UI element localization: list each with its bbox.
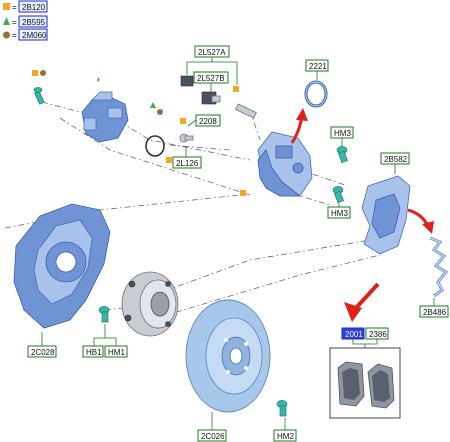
svg-text:2B486: 2B486 xyxy=(423,308,447,317)
svg-text:2386: 2386 xyxy=(369,330,387,339)
green-triangle-icon xyxy=(150,102,156,108)
brown-circle-icon xyxy=(40,70,46,76)
hub-bolt[interactable] xyxy=(98,306,110,323)
callout-2b582[interactable]: 2B582 xyxy=(380,152,410,174)
callout-2386[interactable]: 2386 xyxy=(352,327,389,348)
svg-text:=: = xyxy=(12,3,17,12)
o-ring-small[interactable] xyxy=(145,102,165,157)
brown-circle-icon xyxy=(3,31,10,39)
callout-2221[interactable]: 2221 xyxy=(305,59,329,80)
svg-text:2L126: 2L126 xyxy=(176,159,199,168)
guide-pin-set[interactable] xyxy=(180,75,257,119)
orange-square-icon xyxy=(233,86,239,92)
hub-bearing[interactable] xyxy=(121,271,179,337)
svg-text:2C028: 2C028 xyxy=(31,348,55,357)
legend-item-2b120: = 2B120 xyxy=(3,0,48,13)
svg-text:2221: 2221 xyxy=(309,62,327,71)
svg-text:2C026: 2C026 xyxy=(201,432,225,441)
svg-text:HM1: HM1 xyxy=(108,348,125,357)
red-arrow-clip xyxy=(407,208,434,234)
orange-square-icon xyxy=(240,190,246,196)
svg-text:2001: 2001 xyxy=(345,330,363,339)
brake-pad-left xyxy=(337,361,365,407)
dust-shield[interactable] xyxy=(13,203,111,329)
svg-text:HM3: HM3 xyxy=(334,129,351,138)
callout-2l527b[interactable]: 2L527B xyxy=(193,71,229,92)
callout-2001[interactable]: 2001 xyxy=(341,327,365,340)
legend-code-2b595-box[interactable] xyxy=(18,15,48,28)
callout-hm3-upper[interactable]: HM3 xyxy=(330,126,354,146)
orange-square-icon xyxy=(180,118,186,124)
caliper-motor-unit[interactable] xyxy=(81,77,129,143)
svg-text:2208: 2208 xyxy=(199,117,217,126)
brown-circle-icon xyxy=(157,109,163,115)
bolt-hm3-lower[interactable] xyxy=(332,186,344,204)
brake-pad-right xyxy=(367,363,395,409)
callout-hm3-lower[interactable]: HM3 xyxy=(327,203,351,219)
legend-code-2b120-box[interactable] xyxy=(18,0,48,13)
orange-square-icon xyxy=(32,70,38,76)
legend-item-2m060: = 2M060 xyxy=(3,28,48,41)
legend-code-2b120: 2B120 xyxy=(22,3,46,12)
legend-item-2b595: = 2B595 xyxy=(3,15,48,28)
red-arrow-caliper xyxy=(290,108,308,144)
brake-caliper[interactable] xyxy=(240,131,313,197)
caliper-bracket[interactable] xyxy=(361,175,411,255)
bolt-top-left[interactable] xyxy=(32,70,46,105)
piston-seal[interactable] xyxy=(304,80,328,108)
bolt-hm3-upper[interactable] xyxy=(336,146,348,164)
anti-rattle-spring[interactable] xyxy=(429,236,449,298)
brake-pad-kit-box[interactable] xyxy=(329,347,401,419)
green-triangle-icon xyxy=(3,17,10,25)
callout-hb1[interactable]: HB1 xyxy=(82,345,104,358)
svg-text:2B582: 2B582 xyxy=(384,155,408,164)
svg-text:2L527A: 2L527A xyxy=(198,48,226,57)
red-arrow-pads xyxy=(344,282,380,322)
legend-code-2m060-box[interactable] xyxy=(18,28,48,41)
callout-2l527a[interactable]: 2L527A xyxy=(186,45,238,85)
brake-disc[interactable] xyxy=(185,299,271,413)
callout-2c028[interactable]: 2C028 xyxy=(27,332,57,358)
svg-text:HM2: HM2 xyxy=(277,432,294,441)
callout-2208[interactable]: 2208 xyxy=(187,114,221,127)
orange-square-icon xyxy=(166,157,172,163)
callout-2l126[interactable]: 2L126 xyxy=(166,146,202,169)
bleed-screw[interactable] xyxy=(179,118,194,143)
svg-text:HB1: HB1 xyxy=(86,348,102,357)
svg-text:2L527B: 2L527B xyxy=(197,74,225,83)
callout-2b486[interactable]: 2B486 xyxy=(419,298,449,318)
callout-hm1[interactable]: HM1 xyxy=(93,324,128,358)
legend: = 2B120 = 2B595 = 2M060 xyxy=(3,0,48,41)
disc-bolt[interactable] xyxy=(276,400,288,417)
legend-code-2b595: 2B595 xyxy=(22,18,46,27)
callout-2c026[interactable]: 2C026 xyxy=(197,412,227,442)
svg-text:=: = xyxy=(12,18,17,27)
svg-text:HM3: HM3 xyxy=(331,209,348,218)
callout-hm2[interactable]: HM2 xyxy=(273,418,297,442)
orange-square-icon xyxy=(3,3,10,10)
legend-code-2m060: 2M060 xyxy=(22,31,47,40)
svg-text:=: = xyxy=(12,31,17,40)
green-triangle-icon xyxy=(97,77,100,82)
